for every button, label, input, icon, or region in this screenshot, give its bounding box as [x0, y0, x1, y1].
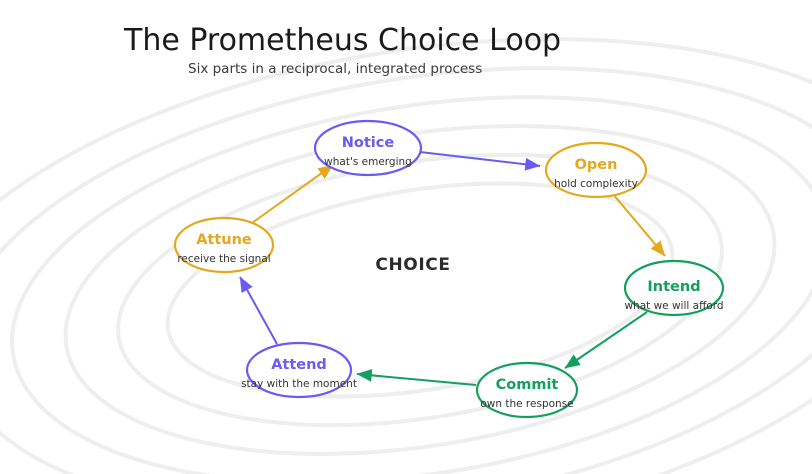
node-attend-ellipse[interactable] [245, 341, 353, 399]
edge-intend-to-commit [564, 311, 648, 369]
edge-commit-to-attend [356, 368, 477, 386]
node-open[interactable]: Open hold complexity [544, 141, 648, 199]
edge-notice-to-open [419, 151, 541, 171]
center-label: CHOICE [375, 255, 450, 275]
edge-attend-to-attune [239, 276, 278, 345]
node-open-ellipse[interactable] [544, 141, 648, 199]
node-attune-ellipse[interactable] [173, 216, 275, 274]
node-commit-caption: own the response [480, 398, 573, 410]
node-intend-caption: what we will afford [624, 300, 723, 312]
node-attune-caption: receive the signal [177, 253, 270, 265]
page-subtitle: Six parts in a reciprocal, integrated pr… [188, 61, 482, 77]
node-open-caption: hold complexity [554, 178, 638, 190]
node-attune-label: Attune [196, 232, 252, 248]
node-open-label: Open [575, 157, 618, 173]
ring-4 [10, 95, 812, 474]
node-notice-caption: what's emerging [324, 156, 412, 168]
node-intend-label: Intend [647, 279, 700, 295]
node-attune[interactable]: Attune receive the signal [173, 216, 275, 274]
cycle-edges [239, 151, 666, 386]
node-attend[interactable]: Attend stay with the moment [241, 341, 357, 399]
node-commit-label: Commit [496, 377, 559, 393]
node-notice-ellipse[interactable] [313, 119, 423, 177]
node-notice-label: Notice [342, 135, 395, 151]
node-attend-label: Attend [271, 357, 327, 373]
edge-attune-to-notice [251, 164, 334, 224]
node-intend[interactable]: Intend what we will afford [623, 259, 725, 317]
node-commit-ellipse[interactable] [475, 361, 579, 419]
node-intend-ellipse[interactable] [623, 259, 725, 317]
ring-1 [165, 181, 675, 399]
page-title: The Prometheus Choice Loop [123, 23, 561, 58]
node-attend-caption: stay with the moment [241, 378, 357, 390]
ring-5 [0, 66, 812, 474]
node-notice[interactable]: Notice what's emerging [313, 119, 423, 177]
edge-open-to-intend [612, 193, 666, 257]
node-commit[interactable]: Commit own the response [475, 361, 579, 419]
